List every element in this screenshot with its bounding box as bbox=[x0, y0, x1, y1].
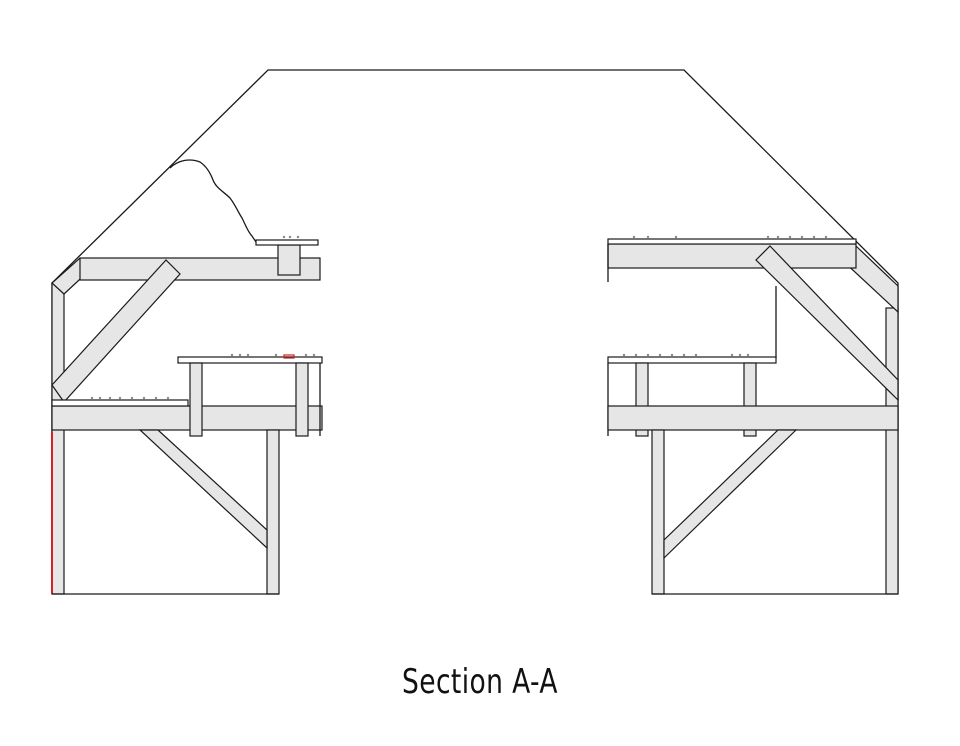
bolt bbox=[788, 235, 792, 239]
bolt bbox=[238, 353, 242, 357]
left-upper-block bbox=[277, 244, 301, 276]
bolt bbox=[694, 353, 698, 357]
left-frame bbox=[51, 239, 323, 595]
bolt bbox=[776, 235, 780, 239]
left-platform-post-a bbox=[189, 362, 203, 437]
bolt bbox=[90, 396, 94, 400]
left-lower-diagonal-brace bbox=[138, 429, 268, 550]
bolt bbox=[288, 235, 292, 239]
bolt bbox=[746, 353, 750, 357]
bolt bbox=[108, 396, 112, 400]
left-lower-deck bbox=[51, 399, 189, 407]
left-outer-post bbox=[51, 282, 65, 595]
left-platform-highlight bbox=[283, 354, 295, 359]
left-platform-post-b bbox=[295, 362, 309, 437]
bolt bbox=[646, 353, 650, 357]
right-outer-post bbox=[885, 307, 899, 595]
bolt bbox=[166, 396, 170, 400]
left-upper-beam bbox=[79, 257, 321, 281]
bolt bbox=[312, 353, 316, 357]
right-lower-diagonal-brace bbox=[663, 429, 798, 560]
bolt bbox=[246, 353, 250, 357]
bolt bbox=[632, 235, 636, 239]
bolt bbox=[304, 353, 308, 357]
bolt bbox=[658, 353, 662, 357]
bolt bbox=[674, 235, 678, 239]
bolt bbox=[766, 235, 770, 239]
bolt bbox=[634, 353, 638, 357]
right-upper-diagonal-brace bbox=[755, 245, 899, 402]
bolt-marks bbox=[90, 235, 828, 400]
roof-outline bbox=[51, 69, 899, 594]
bolt bbox=[738, 353, 742, 357]
right-lower-beam bbox=[607, 405, 899, 431]
bolt bbox=[154, 396, 158, 400]
bolt bbox=[98, 396, 102, 400]
right-frame bbox=[607, 238, 899, 595]
right-platform-top bbox=[607, 356, 777, 364]
right-upper-beam bbox=[607, 243, 857, 269]
terrain-break-line bbox=[169, 159, 257, 243]
bolt bbox=[130, 396, 134, 400]
bolt bbox=[812, 235, 816, 239]
bolt bbox=[142, 396, 146, 400]
left-upper-deck bbox=[255, 239, 319, 246]
bolt bbox=[230, 353, 234, 357]
section-caption: Section A-A bbox=[402, 662, 558, 702]
bolt bbox=[118, 396, 122, 400]
bolt bbox=[682, 353, 686, 357]
bolt bbox=[282, 235, 286, 239]
bolt bbox=[730, 353, 734, 357]
bolt bbox=[670, 353, 674, 357]
left-upper-diagonal-brace bbox=[51, 259, 181, 403]
bolt bbox=[824, 235, 828, 239]
bolt bbox=[274, 353, 278, 357]
left-inner-leg bbox=[266, 429, 280, 595]
bolt bbox=[622, 353, 626, 357]
bolt bbox=[296, 235, 300, 239]
bolt bbox=[646, 235, 650, 239]
right-upper-deck bbox=[607, 238, 857, 245]
right-inner-leg bbox=[651, 429, 665, 595]
bolt bbox=[800, 235, 804, 239]
left-lower-beam bbox=[51, 405, 323, 431]
left-platform-top bbox=[177, 356, 323, 364]
